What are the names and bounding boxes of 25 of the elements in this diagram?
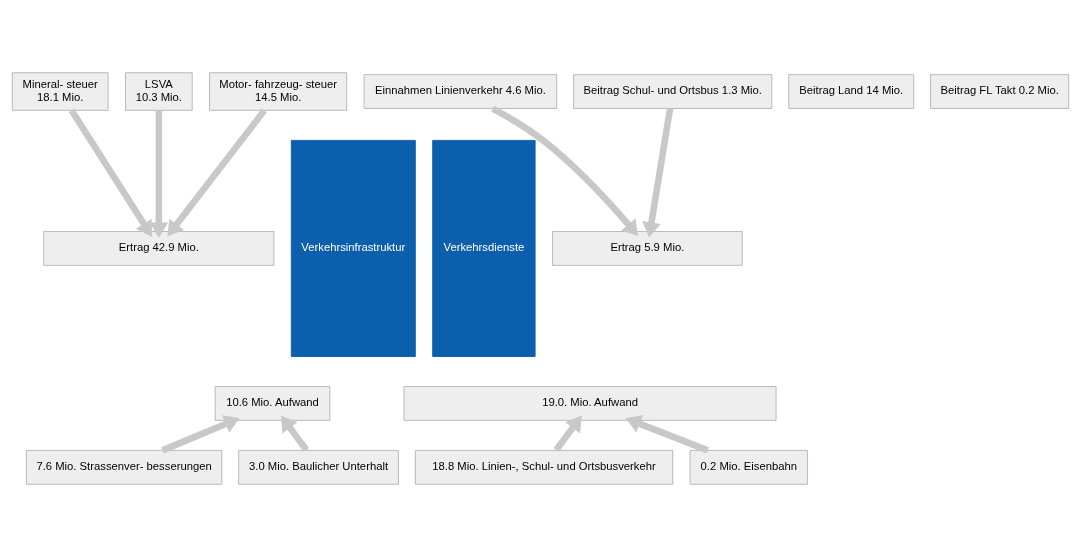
node-box: Mineral- steuer 18.1 Mio. bbox=[11, 71, 109, 111]
node-box: Beitrag Schul- und Ortsbus 1.3 Mio. bbox=[573, 73, 773, 109]
node-box: Motor- fahrzeug- steuer 14.5 Mio. bbox=[209, 71, 348, 111]
node-box: 0.2 Mio. Eisenbahn bbox=[689, 449, 808, 485]
arrow bbox=[553, 415, 582, 452]
arrow bbox=[68, 108, 152, 237]
node-box: Verkehrsdienste bbox=[432, 139, 536, 357]
arrow bbox=[167, 108, 267, 236]
node-box: Ertrag 5.9 Mio. bbox=[552, 230, 743, 266]
arrow bbox=[149, 110, 169, 238]
node-box: Beitrag Land 14 Mio. bbox=[788, 73, 915, 109]
node-box: 19.0. Mio. Aufwand bbox=[403, 385, 777, 421]
node-box: 18.8 Mio. Linien-, Schul- und Ortsbusverkehr bbox=[414, 449, 674, 485]
arrow bbox=[625, 414, 709, 453]
node-box: 3.0 Mio. Baulicher Unterhalt bbox=[238, 449, 399, 485]
arrow bbox=[642, 107, 674, 238]
node-box: Verkehrsinfrastruktur bbox=[290, 139, 416, 357]
node-box: 10.6 Mio. Aufwand bbox=[214, 385, 331, 421]
node-box: Einnahmen Linienverkehr 4.6 Mio. bbox=[363, 73, 558, 109]
node-box: LSVA 10.3 Mio. bbox=[125, 71, 193, 111]
node-box: 7.6 Mio. Strassenver- besserungen bbox=[25, 449, 223, 485]
arrow bbox=[161, 414, 240, 453]
arrow bbox=[280, 415, 309, 452]
node-box: Ertrag 42.9 Mio. bbox=[43, 230, 275, 266]
node-box: Beitrag FL Takt 0.2 Mio. bbox=[930, 73, 1070, 109]
